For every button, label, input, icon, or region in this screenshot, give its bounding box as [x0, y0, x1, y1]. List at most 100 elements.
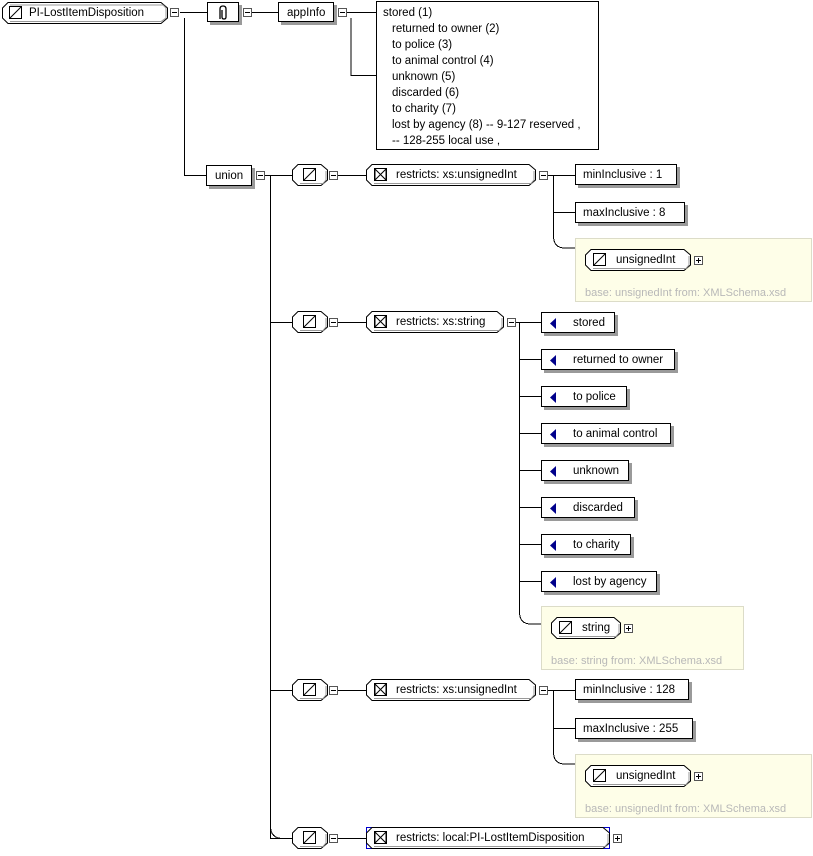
enumeration-value[interactable]: discarded — [541, 497, 635, 518]
base-type-name: string — [582, 622, 611, 634]
doc-line: stored (1) — [383, 7, 433, 19]
doc-line: unknown (5) — [392, 71, 456, 83]
restriction-collapse-toggle[interactable] — [539, 171, 548, 180]
member-simple-type-node[interactable] — [292, 827, 328, 849]
enumeration-label: to police — [573, 391, 616, 403]
enumeration-marker-icon — [550, 318, 556, 329]
restriction-icon — [374, 683, 387, 697]
enumeration-value[interactable]: to animal control — [541, 423, 671, 444]
facet-label: minInclusive : 1 — [583, 169, 663, 181]
appinfo-collapse-toggle[interactable] — [338, 8, 347, 17]
doc-line: to police (3) — [392, 39, 453, 51]
base-type-node[interactable]: string — [551, 617, 621, 639]
max-inclusive-facet[interactable]: maxInclusive : 255 — [575, 718, 693, 739]
enumeration-value[interactable]: lost by agency — [541, 571, 657, 592]
doc-line: lost by agency (8) -- 9-127 reserved , — [392, 119, 581, 131]
restriction-node[interactable]: restricts: xs:unsignedInt — [366, 164, 536, 186]
member-simple-type-node[interactable] — [292, 311, 328, 333]
annotation-icon — [219, 5, 227, 20]
restriction-node[interactable]: restricts: xs:unsignedInt — [366, 679, 536, 701]
annotation-collapse-toggle[interactable] — [243, 8, 252, 17]
min-inclusive-facet[interactable]: minInclusive : 1 — [575, 164, 677, 185]
enumeration-label: to charity — [573, 539, 620, 551]
min-inclusive-facet[interactable]: minInclusive : 128 — [575, 679, 689, 700]
enumeration-marker-icon — [550, 355, 556, 366]
enumeration-value[interactable]: to charity — [541, 534, 631, 555]
restriction-icon — [374, 315, 387, 329]
enumeration-value[interactable]: to police — [541, 386, 627, 407]
enumeration-label: lost by agency — [573, 576, 647, 588]
base-type-name: unsignedInt — [616, 770, 676, 782]
simple-type-icon — [303, 683, 316, 696]
base-type-expand-toggle[interactable] — [694, 772, 703, 781]
base-type-expand-toggle[interactable] — [624, 624, 633, 633]
enumeration-marker-icon — [550, 466, 556, 477]
enumeration-value[interactable]: returned to owner — [541, 349, 675, 370]
member-simple-type-node[interactable] — [292, 164, 328, 186]
restriction-label: restricts: xs:unsignedInt — [396, 169, 517, 181]
restriction-label: restricts: xs:unsignedInt — [396, 684, 517, 696]
enumeration-value[interactable]: unknown — [541, 460, 629, 481]
restriction-label: restricts: local:PI-LostItemDisposition — [396, 832, 585, 844]
enumeration-marker-icon — [550, 429, 556, 440]
doc-line: returned to owner (2) — [392, 23, 500, 35]
annotation-node[interactable] — [207, 2, 239, 22]
restriction-node-outline — [366, 827, 610, 849]
simple-type-icon — [303, 168, 316, 181]
restriction-icon — [374, 168, 387, 182]
enumeration-label: returned to owner — [573, 354, 664, 366]
appinfo-label: appInfo — [287, 7, 326, 19]
enumeration-label: to animal control — [573, 428, 658, 440]
facet-label: minInclusive : 128 — [583, 684, 676, 696]
root-type-name: PI-LostItemDisposition — [29, 7, 145, 19]
restriction-expand-toggle[interactable] — [613, 834, 622, 843]
enumeration-value[interactable]: stored — [541, 312, 615, 333]
enumeration-label: discarded — [573, 502, 623, 514]
member-collapse-toggle[interactable] — [329, 686, 338, 695]
root-node-outline — [2, 2, 168, 24]
root-collapse-toggle[interactable] — [170, 8, 179, 17]
base-type-node[interactable]: unsignedInt — [585, 765, 691, 787]
base-type-name: unsignedInt — [616, 254, 676, 266]
base-type-source-note: base: unsignedInt from: XMLSchema.xsd — [585, 287, 787, 299]
simple-type-icon — [303, 315, 316, 328]
enumeration-marker-icon — [550, 577, 556, 588]
restriction-node[interactable]: restricts: xs:string — [366, 311, 504, 333]
union-node[interactable]: union — [206, 165, 252, 186]
restriction-node[interactable]: restricts: local:PI-LostItemDisposition — [366, 827, 610, 849]
max-inclusive-facet[interactable]: maxInclusive : 8 — [575, 202, 685, 223]
enumeration-marker-icon — [550, 392, 556, 403]
base-type-expand-toggle[interactable] — [694, 256, 703, 265]
enumeration-label: stored — [573, 317, 605, 329]
enumeration-marker-icon — [550, 503, 556, 514]
root-simple-type-node[interactable]: PI-LostItemDisposition — [2, 2, 168, 24]
enumeration-label: unknown — [573, 465, 620, 477]
facet-label: maxInclusive : 255 — [583, 723, 679, 735]
member-simple-type-node[interactable] — [292, 679, 328, 701]
member-collapse-toggle[interactable] — [329, 318, 338, 327]
documentation-text: stored (1) returned to owner (2) to poli… — [383, 5, 581, 149]
base-type-outline — [585, 249, 691, 271]
simple-type-icon — [303, 831, 316, 844]
simple-type-icon — [559, 621, 572, 634]
base-type-source-note: base: string from: XMLSchema.xsd — [551, 655, 723, 667]
union-collapse-toggle[interactable] — [256, 171, 265, 180]
member-collapse-toggle[interactable] — [329, 834, 338, 843]
doc-line: to charity (7) — [392, 103, 456, 115]
member-collapse-toggle[interactable] — [329, 171, 338, 180]
base-type-outline — [585, 765, 691, 787]
simple-type-icon — [593, 769, 606, 782]
restriction-collapse-toggle[interactable] — [507, 318, 516, 327]
restriction-collapse-toggle[interactable] — [539, 686, 548, 695]
doc-line: to animal control (4) — [392, 55, 494, 67]
restriction-node-outline — [366, 311, 504, 333]
union-label: union — [215, 170, 244, 182]
base-type-node[interactable]: unsignedInt — [585, 249, 691, 271]
base-type-panel: string base: string from: XMLSchema.xsd — [541, 606, 744, 670]
restriction-icon — [374, 831, 387, 845]
facet-label: maxInclusive : 8 — [583, 207, 666, 219]
appinfo-node[interactable]: appInfo — [278, 2, 334, 22]
documentation-box: stored (1) returned to owner (2) to poli… — [376, 1, 599, 150]
